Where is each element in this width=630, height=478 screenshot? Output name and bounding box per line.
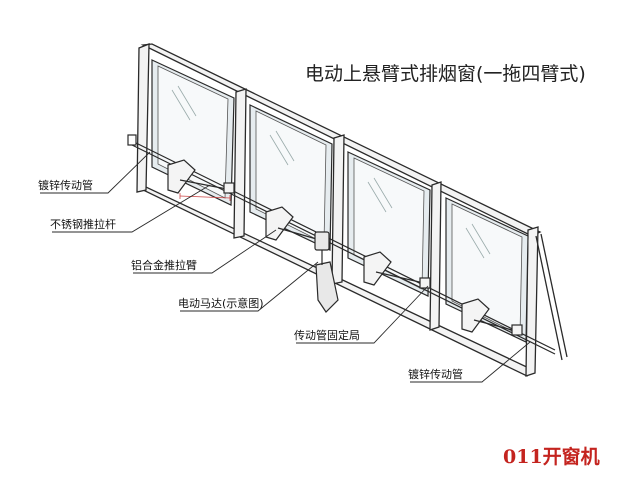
leader-tube-fixer	[296, 285, 429, 344]
leader-galv-tube-left	[40, 151, 151, 194]
frame-post-2	[233, 88, 247, 239]
right-support	[535, 235, 563, 361]
leader-stainless-rod	[52, 184, 211, 233]
brand-watermark: 011开窗机	[503, 445, 600, 468]
leader-motor	[180, 261, 319, 312]
push-arm-4	[461, 298, 523, 336]
leader-aluminum-arm	[133, 229, 277, 274]
label-motor: 电动马达(示意图)	[178, 296, 264, 310]
electric-motor	[314, 231, 339, 313]
label-tube-fixer: 传动管固定局	[294, 328, 360, 342]
leader-lines	[40, 151, 531, 383]
push-arm-3	[363, 251, 431, 289]
label-galv-tube-right: 镀锌传动管	[408, 367, 463, 381]
label-galv-tube-left: 镀锌传动管	[38, 178, 93, 192]
outer-frame	[136, 43, 568, 377]
leader-galv-tube-right	[410, 341, 531, 383]
diagram-title: 电动上悬臂式排烟窗(一拖四臂式)	[305, 63, 586, 85]
frame-post-1	[136, 43, 150, 193]
label-stainless-rod: 不锈钢推拉杆	[50, 217, 116, 231]
dimension-mark	[179, 193, 231, 201]
push-arm-1	[167, 159, 235, 194]
label-aluminum-arm: 铝合金推拉臂	[131, 258, 197, 272]
frame-post-4	[429, 181, 442, 331]
frame-post-3	[331, 134, 345, 285]
